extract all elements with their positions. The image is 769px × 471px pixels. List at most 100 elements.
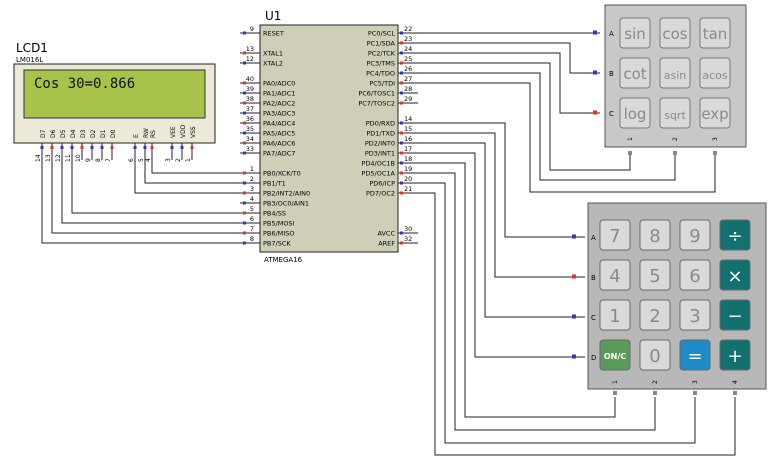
mcu-pin-number: 24 — [404, 45, 412, 53]
key-face — [659, 17, 691, 49]
mcu-pin-label: PC1/SDA — [367, 40, 396, 48]
keypad-num-key[interactable]: 7 — [599, 219, 631, 251]
key-face — [719, 259, 751, 291]
keypad-num-key[interactable]: ON/C — [599, 339, 631, 371]
keypad-num-key[interactable]: + — [719, 339, 751, 371]
key-label: tan — [703, 25, 728, 43]
wire-pd4 — [398, 162, 616, 418]
mcu-pin-number: 12 — [246, 55, 254, 63]
keypad-num-key[interactable]: 1 — [599, 299, 631, 331]
keypad-num-col-label: 3 — [692, 380, 699, 384]
keypad-sci-key[interactable]: tan — [699, 17, 731, 49]
key-face — [639, 299, 671, 331]
pin-marker — [572, 274, 576, 279]
mcu-pin-label: PC7/TOSC2 — [358, 100, 395, 108]
keypad-num-key[interactable]: × — [719, 259, 751, 291]
key-label: 2 — [649, 306, 660, 327]
keypad-num-col-label: 4 — [732, 380, 739, 384]
pin-marker — [110, 146, 114, 149]
mcu-pin-number: 21 — [404, 185, 412, 193]
key-face — [639, 259, 671, 291]
pin-marker — [673, 151, 677, 155]
mcu-pin-number: 36 — [246, 115, 254, 123]
pin-marker — [243, 171, 246, 175]
key-face — [639, 219, 671, 251]
wire-pd2 — [398, 142, 585, 318]
mcu-pin-label: XTAL2 — [263, 60, 283, 68]
pin-marker — [400, 81, 403, 85]
pin-marker — [400, 101, 403, 105]
keypad-num-key[interactable]: 3 — [679, 299, 711, 331]
pin-marker — [133, 146, 137, 149]
mcu-pin-number: 9 — [250, 25, 254, 33]
keypad-sci-key[interactable]: sqrt — [659, 97, 691, 129]
mcu-left-pins: 9RESET13XTAL112XTAL240PA0/ADC039PA1/ADC1… — [240, 25, 310, 248]
lcd-pin-number: 3 — [165, 158, 172, 162]
keypad-sci-row-label: B — [609, 70, 614, 78]
mcu-pin-number: 38 — [246, 95, 254, 103]
keypad-sci-key[interactable]: sin — [619, 17, 651, 49]
mcu-pin-label: PA7/ADC7 — [263, 150, 295, 158]
mcu-pin-label: PA6/ADC6 — [263, 140, 295, 148]
lcd-pin-label: D6 — [50, 129, 57, 138]
key-face — [679, 299, 711, 331]
keypad-num-key[interactable]: 2 — [639, 299, 671, 331]
lcd-pin-number: 1 — [185, 158, 192, 162]
keypad-num-key[interactable]: 5 — [639, 259, 671, 291]
pin-marker — [243, 91, 246, 95]
mcu-pin-number: 4 — [250, 195, 254, 203]
keypad-num-key[interactable]: 9 — [679, 219, 711, 251]
keypad-sci-key[interactable]: asin — [659, 57, 691, 89]
key-face — [639, 339, 671, 371]
key-label: log — [624, 105, 647, 123]
mcu-pin-number: 7 — [250, 225, 254, 233]
keypad-sci-key[interactable]: exp — [699, 97, 731, 129]
mcu-pin-label: PD0/RXD — [366, 120, 395, 128]
mcu-pin-number: 32 — [404, 235, 412, 243]
mcu-pin-number: 19 — [404, 165, 412, 173]
mcu-chip: U1 ATMEGA16 9RESET13XTAL112XTAL240PA0/AD… — [240, 9, 418, 264]
keypad-sci-key[interactable]: log — [619, 97, 651, 129]
lcd-pin-number: 2 — [175, 158, 182, 162]
pin-marker — [400, 181, 403, 185]
key-face — [619, 97, 651, 129]
keypad-num-row-label: D — [591, 354, 596, 362]
mcu-pin-number: 37 — [246, 105, 254, 113]
pin-marker — [400, 131, 403, 135]
keypad-num-key[interactable]: 8 — [639, 219, 671, 251]
keypad-sci-row-label: C — [609, 110, 614, 118]
pin-marker — [243, 31, 246, 35]
wire-pd0 — [398, 122, 585, 238]
keypad-sci-key[interactable]: cos — [659, 17, 691, 49]
key-face — [599, 339, 631, 371]
pin-marker — [50, 146, 54, 149]
mcu-pin-label: PD6/ICP — [369, 180, 395, 188]
pin-marker — [243, 241, 246, 245]
mcu-pin-label: PA0/ADC0 — [263, 80, 295, 88]
keypad-num-key[interactable]: ÷ — [719, 219, 751, 251]
keypad-num-key[interactable]: − — [719, 299, 751, 331]
lcd-pin-number: 6 — [128, 158, 135, 162]
key-label: 0 — [649, 346, 660, 367]
keypad-num-key[interactable]: 6 — [679, 259, 711, 291]
lcd-screen — [23, 69, 206, 119]
pin-marker — [400, 171, 403, 175]
keypad-num-col-label: 1 — [612, 380, 619, 384]
keypad-sci-key[interactable]: cot — [619, 57, 651, 89]
keypad-num-key[interactable]: 0 — [639, 339, 671, 371]
wire-pd1 — [398, 132, 585, 278]
key-label: exp — [701, 105, 728, 123]
mcu-pin-number: 23 — [404, 35, 412, 43]
keypad-num-key[interactable]: = — [679, 339, 711, 371]
key-label: cos — [662, 25, 687, 43]
keypad-sci-key[interactable]: acos — [699, 57, 731, 89]
key-label: 1 — [609, 306, 620, 327]
key-face — [699, 17, 731, 49]
lcd-ref: LCD1 — [16, 41, 48, 55]
wire-pc1 — [398, 42, 600, 74]
pin-marker — [243, 61, 246, 65]
key-face — [699, 97, 731, 129]
keypad-num-key[interactable]: 4 — [599, 259, 631, 291]
